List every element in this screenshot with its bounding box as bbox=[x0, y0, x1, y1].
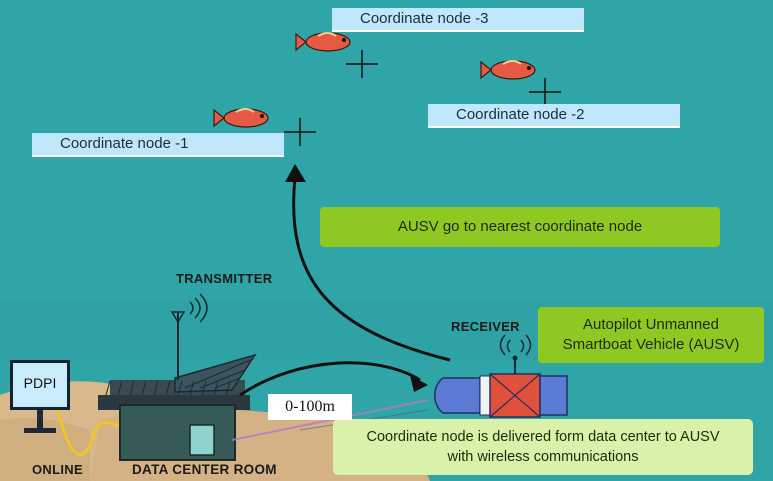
navigate-arrow bbox=[292, 177, 451, 362]
monitor-icon: PDPI bbox=[10, 360, 70, 410]
node-label-3: Coordinate node -3 bbox=[332, 8, 584, 32]
transmit-arrow bbox=[239, 361, 421, 397]
data-center-label: DATA CENTER ROOM bbox=[132, 462, 277, 477]
monitor-base bbox=[24, 428, 56, 433]
monitor-stand bbox=[37, 410, 43, 430]
ausv-box: Autopilot Unmanned Smartboat Vehicle (AU… bbox=[538, 307, 764, 363]
receiver-label: RECEIVER bbox=[451, 319, 520, 334]
building-icon bbox=[98, 353, 257, 461]
instruction-box: AUSV go to nearest coordinate node bbox=[320, 207, 720, 247]
antenna-icon bbox=[170, 293, 208, 380]
wifi-signal-icon bbox=[499, 334, 532, 356]
ausv-line-1: Autopilot Unmanned bbox=[583, 316, 719, 333]
delivery-line-1: Coordinate node is delivered form data c… bbox=[366, 429, 720, 445]
node-label-1: Coordinate node -1 bbox=[32, 133, 284, 157]
fish-icon bbox=[213, 108, 269, 128]
range-label: 0-100m bbox=[268, 394, 352, 420]
boat-icon bbox=[434, 355, 568, 418]
crosshair-icon bbox=[346, 50, 378, 78]
ausv-line-2: Smartboat Vehicle (AUSV) bbox=[562, 336, 740, 353]
pdpi-label: PDPI bbox=[23, 375, 57, 391]
node-label-2: Coordinate node -2 bbox=[428, 104, 680, 128]
online-label: ONLINE bbox=[32, 462, 83, 477]
delivery-box: Coordinate node is delivered form data c… bbox=[333, 419, 753, 475]
transmitter-label: TRANSMITTER bbox=[176, 271, 273, 286]
crosshair-icon bbox=[284, 118, 316, 146]
cable bbox=[56, 409, 126, 456]
delivery-line-2: with wireless communications bbox=[447, 449, 639, 465]
fish-icon bbox=[480, 60, 536, 80]
fish-icon bbox=[295, 32, 351, 52]
crosshair-icon bbox=[529, 78, 561, 106]
